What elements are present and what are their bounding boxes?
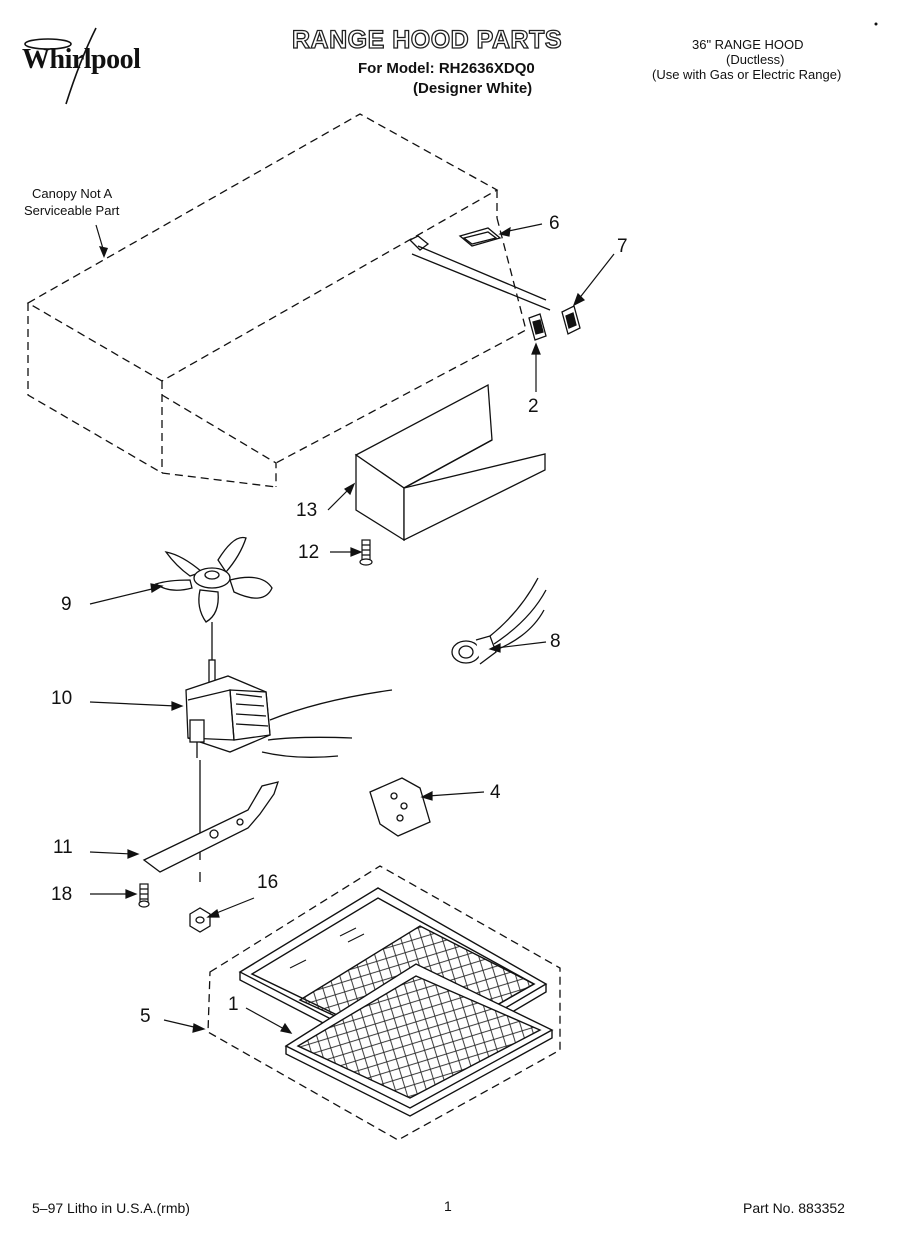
- footer-part-number: Part No. 883352: [743, 1200, 845, 1216]
- page-title: RANGE HOOD PARTS: [291, 25, 563, 54]
- callout-16: 16: [257, 872, 279, 893]
- part-10-motor: [185, 659, 393, 758]
- footer-litho: 5–97 Litho in U.S.A.(rmb): [32, 1200, 190, 1216]
- callout-5: 5: [140, 1006, 151, 1027]
- part-4-lamp-bracket: [369, 777, 431, 837]
- callout-9: 9: [61, 594, 72, 615]
- canopy-outline: [26, 113, 527, 488]
- callout-18: 18: [51, 884, 73, 905]
- callout-10: 10: [51, 688, 73, 709]
- callout-4: 4: [490, 782, 501, 803]
- callout-8: 8: [550, 631, 561, 652]
- part-11-motor-bracket: [142, 781, 279, 882]
- footer-page-number: 1: [444, 1198, 452, 1214]
- callout-7: 7: [617, 236, 628, 257]
- part-13-filter-housing: [354, 383, 546, 542]
- model-number: For Model: RH2636XDQ0: [358, 60, 535, 77]
- part-18-screw: [138, 883, 150, 908]
- callout-11: 11: [53, 837, 73, 858]
- callout-6: 6: [549, 213, 560, 234]
- part-2-rocker-switch: [528, 313, 547, 341]
- callout-leaders: [89, 223, 615, 1034]
- part-6-switch-bracket: [408, 227, 551, 311]
- callout-13: 13: [296, 500, 318, 521]
- product-name: 36" RANGE HOOD: [692, 37, 804, 52]
- canopy-note-line1: Canopy Not A: [32, 186, 113, 201]
- part-1-filter-bottom: [284, 963, 554, 1117]
- model-variant: (Designer White): [413, 80, 533, 97]
- part-5-filter-kit-outline: [207, 865, 561, 1141]
- callout-1: 1: [228, 994, 239, 1015]
- callout-12: 12: [298, 542, 320, 563]
- part-8-lamp-socket: [451, 577, 547, 665]
- product-usage: (Use with Gas or Electric Range): [652, 67, 842, 82]
- canopy-note-line2: Serviceable Part: [24, 203, 120, 218]
- logo-swoosh-icon: [24, 27, 97, 105]
- part-12-screw: [359, 539, 373, 566]
- part-16-nut: [189, 907, 211, 933]
- canopy-arrowhead: [99, 246, 108, 258]
- part-7-rocker-switch: [561, 305, 581, 335]
- part-9-fan-blade: [154, 536, 273, 660]
- corner-mark: [874, 22, 878, 26]
- product-type: (Ductless): [726, 52, 785, 67]
- callout-2: 2: [528, 396, 539, 417]
